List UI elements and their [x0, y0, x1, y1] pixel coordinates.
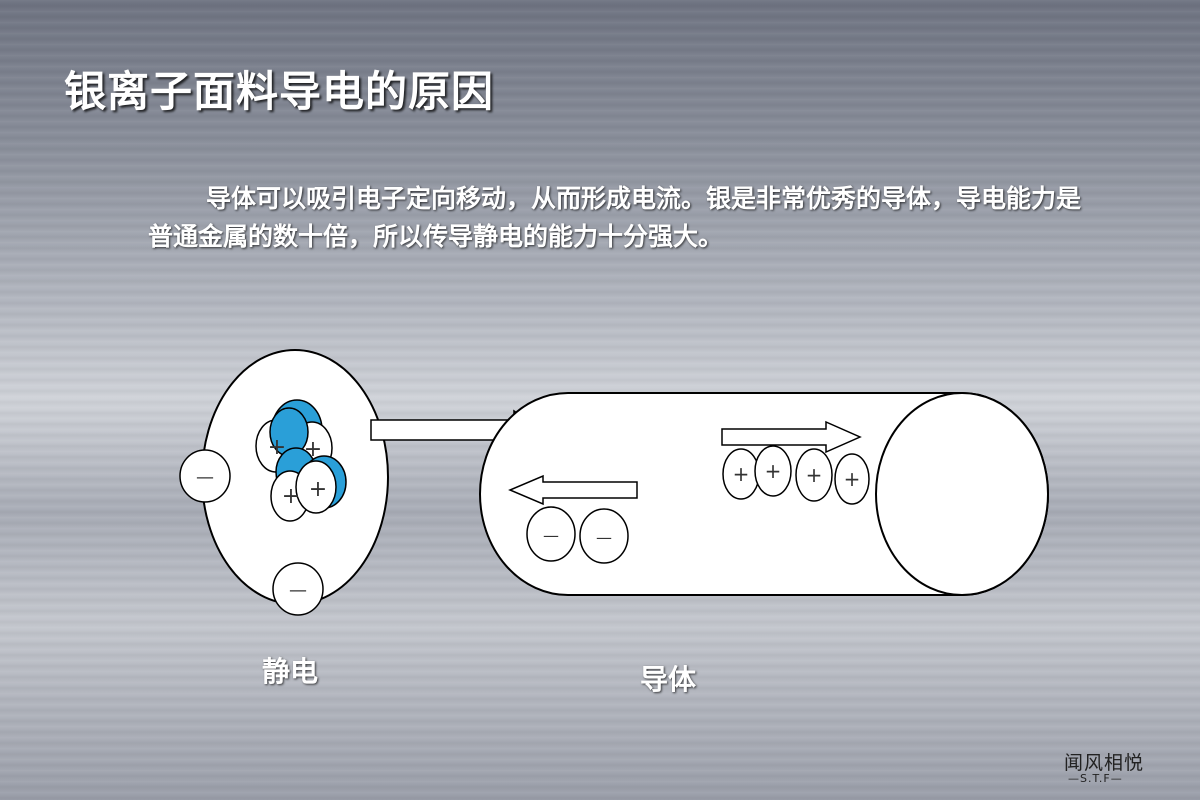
- plus-sign: +: [733, 462, 750, 486]
- arrow-left: [508, 474, 638, 506]
- plus-sign: +: [309, 477, 327, 502]
- cylinder-end-face: [875, 392, 1049, 596]
- conductor-plus-signs: + + + +: [733, 459, 861, 491]
- minus-sign: —: [196, 467, 214, 488]
- plus-sign: +: [304, 437, 322, 462]
- minus-sign: —: [543, 526, 559, 545]
- nucleus: [255, 399, 347, 522]
- static-electron-bottom: —: [272, 562, 324, 616]
- plus-sign: +: [765, 459, 782, 483]
- nucleus-particle-4: [295, 460, 337, 514]
- minus-sign: —: [289, 580, 307, 601]
- description-paragraph: 导体可以吸引电子定向移动，从而形成电流。银是非常优秀的导体，导电能力是普通金属的…: [148, 184, 1082, 251]
- static-label: 静电: [262, 655, 319, 688]
- nucleus-signs: + + + +: [268, 435, 327, 509]
- conductor-label: 导体: [640, 663, 697, 696]
- minus-sign: —: [596, 528, 612, 547]
- plus-sign: +: [844, 467, 861, 491]
- conductor-electron-2: —: [579, 508, 629, 564]
- brand-name: 闻风相悦: [1064, 752, 1145, 774]
- positive-charge: [795, 448, 833, 502]
- positive-charge: [754, 445, 792, 497]
- plus-sign: +: [268, 435, 286, 460]
- positive-charge: [834, 453, 870, 505]
- brand-subtitle: —S.T.F—: [1068, 772, 1123, 785]
- conductor-electron-1: —: [526, 506, 576, 562]
- arrow-right: [721, 420, 862, 454]
- conductor-positive-charges: [722, 445, 870, 505]
- page-title: 银离子面料导电的原因: [64, 67, 495, 116]
- plus-sign: +: [806, 463, 823, 487]
- plus-sign: +: [282, 484, 300, 509]
- static-electron-left: —: [179, 449, 231, 503]
